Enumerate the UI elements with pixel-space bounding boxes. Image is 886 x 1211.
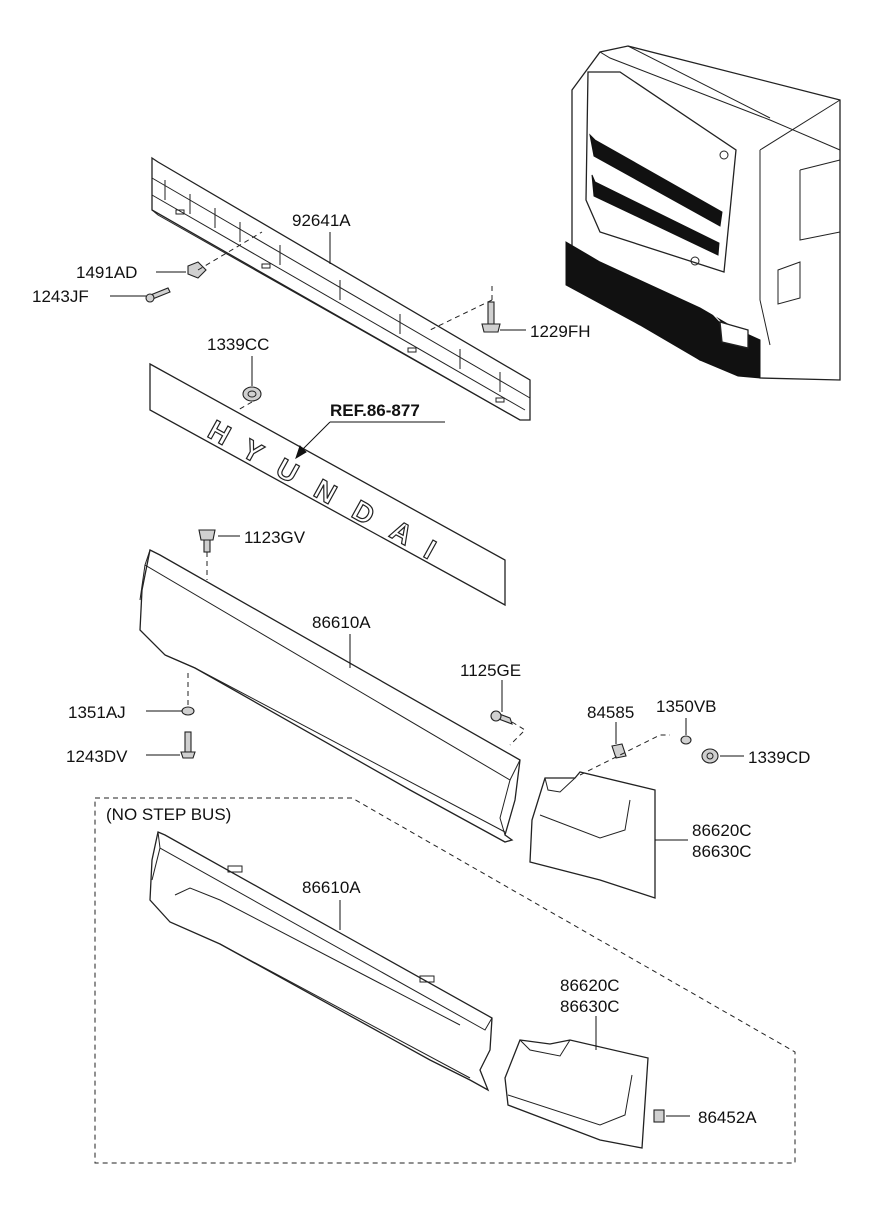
part-labels: 92641A 1491AD 1243JF 1229FH 1339CC REF.8…: [32, 211, 810, 1127]
label-ref-86-877: REF.86-877: [330, 401, 420, 420]
screw-1125GE-icon: [490, 710, 513, 725]
screw-1123GV-icon: [198, 529, 216, 553]
clip-1491AD-icon: [187, 261, 207, 279]
label-1123GV: 1123GV: [244, 528, 306, 547]
label-1243DV: 1243DV: [66, 747, 128, 766]
label-86610A-no-step: 86610A: [302, 878, 361, 897]
part-92641A-panel: [151, 156, 531, 421]
hyundai-trim-strip: H Y U N D A I: [149, 362, 506, 607]
label-1339CD: 1339CD: [748, 748, 810, 767]
label-86620C: 86620C: [692, 821, 752, 840]
part-86620C-corner: [529, 771, 656, 899]
no-step-bus-boundary: [94, 797, 796, 1164]
label-no-step-bus: (NO STEP BUS): [106, 805, 231, 824]
screw-1229FH-icon: [481, 301, 501, 333]
clip-1351AJ-icon: [181, 706, 195, 716]
label-1350VB: 1350VB: [656, 697, 717, 716]
leader-lines: [110, 232, 744, 1117]
label-86630C: 86630C: [692, 842, 752, 861]
label-1351AJ: 1351AJ: [68, 703, 126, 722]
clip-86452A-icon: [653, 1109, 665, 1123]
label-1339CC: 1339CC: [207, 335, 269, 354]
label-86620C-no-step: 86620C: [560, 976, 620, 995]
label-1491AD: 1491AD: [76, 263, 137, 282]
clip-84585-icon: [611, 743, 627, 759]
screw-1243DV-icon: [180, 731, 196, 759]
nut-1339CC-icon: [242, 386, 262, 402]
label-92641A: 92641A: [292, 211, 351, 230]
part-86620C-corner-no-step: [504, 1039, 649, 1149]
label-1229FH: 1229FH: [530, 322, 590, 341]
label-84585: 84585: [587, 703, 634, 722]
nut-1339CD-icon: [701, 748, 719, 764]
part-86610A-bumper: [139, 549, 521, 843]
label-1125GE: 1125GE: [460, 661, 521, 680]
label-86630C-no-step: 86630C: [560, 997, 620, 1016]
label-1243JF: 1243JF: [32, 287, 89, 306]
ref-arrow-head: [295, 445, 307, 460]
screw-1243JF-icon: [145, 287, 171, 303]
label-86452A: 86452A: [698, 1108, 757, 1127]
vehicle-rear-view: [565, 45, 841, 381]
part-86610A-bumper-no-step: [149, 831, 493, 1092]
label-86610A: 86610A: [312, 613, 371, 632]
clip-1350VB-icon: [680, 735, 692, 745]
